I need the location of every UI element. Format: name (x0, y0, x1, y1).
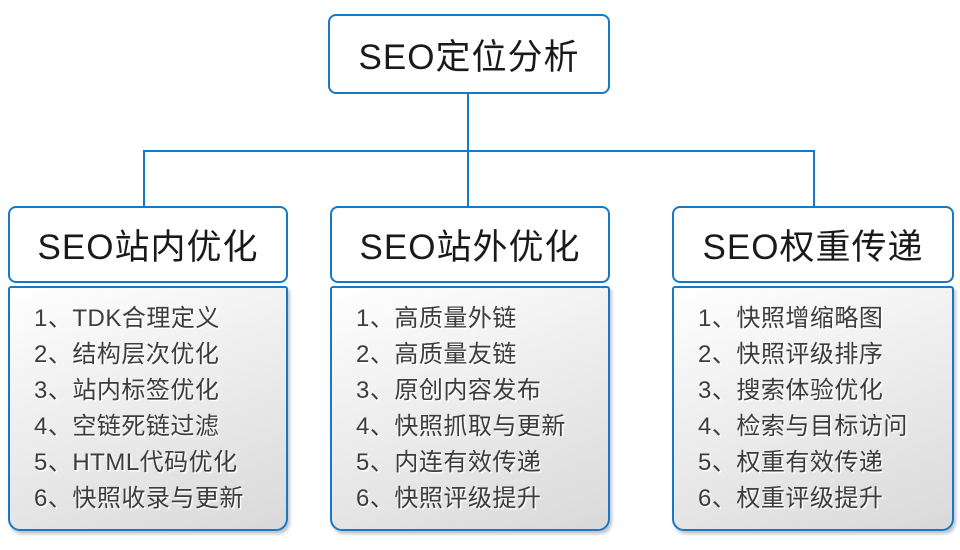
branch-items: 1、高质量外链 2、高质量友链 3、原创内容发布 4、快照抓取与更新 5、内连有… (356, 301, 598, 517)
branch-title: SEO权重传递 (702, 228, 924, 267)
list-item: 3、搜索体验优化 (698, 377, 884, 404)
root-node-title: SEO定位分析 (358, 37, 580, 77)
list-item: 4、空链死链过滤 (34, 413, 220, 440)
branch-list-onsite: 1、TDK合理定义 2、结构层次优化 3、站内标签优化 4、空链死链过滤 5、H… (8, 286, 288, 531)
list-item: 2、结构层次优化 (34, 341, 220, 368)
list-item: 6、快照评级提升 (356, 485, 542, 512)
branch-title: SEO站内优化 (37, 228, 259, 267)
list-item: 3、原创内容发布 (356, 377, 542, 404)
branch-list-offsite: 1、高质量外链 2、高质量友链 3、原创内容发布 4、快照抓取与更新 5、内连有… (330, 286, 610, 531)
list-item: 5、HTML代码优化 (34, 449, 238, 476)
list-item: 4、快照抓取与更新 (356, 413, 566, 440)
connector-drop-right (813, 150, 815, 207)
connector-drop-center (467, 150, 469, 207)
branch-title: SEO站外优化 (359, 228, 581, 267)
list-item: 6、权重评级提升 (698, 485, 884, 512)
list-item: 5、内连有效传递 (356, 449, 542, 476)
list-item: 4、检索与目标访问 (698, 413, 908, 440)
list-item: 5、权重有效传递 (698, 449, 884, 476)
root-node: SEO定位分析 (328, 14, 610, 94)
list-item: 1、快照增缩略图 (698, 305, 884, 332)
connector-drop-left (143, 150, 145, 207)
connector-crossbar (143, 150, 815, 152)
branch-list-weight: 1、快照增缩略图 2、快照评级排序 3、搜索体验优化 4、检索与目标访问 5、权… (672, 286, 954, 531)
branch-items: 1、快照增缩略图 2、快照评级排序 3、搜索体验优化 4、检索与目标访问 5、权… (698, 301, 942, 517)
list-item: 1、高质量外链 (356, 305, 517, 332)
branch-header-onsite: SEO站内优化 (8, 206, 288, 283)
branch-header-weight: SEO权重传递 (672, 206, 954, 283)
branch-items: 1、TDK合理定义 2、结构层次优化 3、站内标签优化 4、空链死链过滤 5、H… (34, 301, 276, 517)
branch-header-offsite: SEO站外优化 (330, 206, 610, 283)
list-item: 2、快照评级排序 (698, 341, 884, 368)
list-item: 1、TDK合理定义 (34, 305, 220, 332)
list-item: 2、高质量友链 (356, 341, 517, 368)
list-item: 6、快照收录与更新 (34, 485, 244, 512)
list-item: 3、站内标签优化 (34, 377, 220, 404)
connector-root-drop (467, 94, 469, 152)
